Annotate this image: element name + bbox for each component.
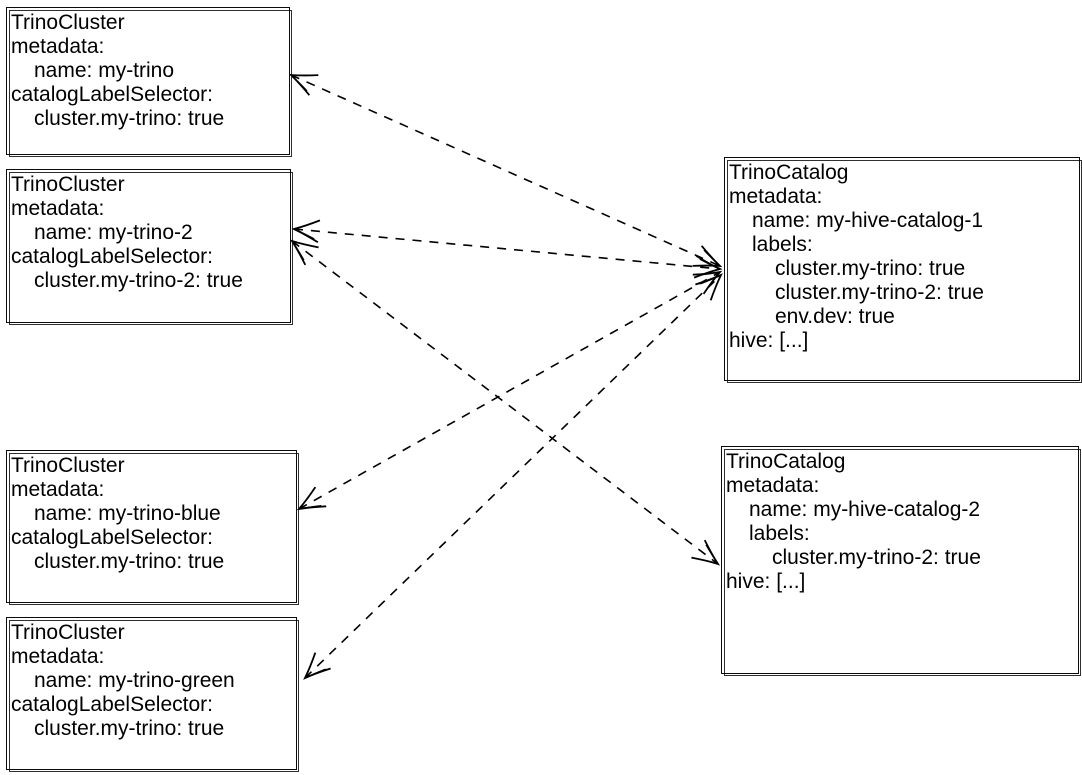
yaml-line: TrinoCluster bbox=[11, 454, 125, 477]
connector-trinocluster-my-trino--trinocatalog-my-hive-catalog-1 bbox=[288, 73, 723, 268]
yaml-line: TrinoCatalog bbox=[729, 161, 849, 184]
yaml-line: metadata: bbox=[11, 197, 105, 220]
yaml-line: hive: [...] bbox=[729, 329, 809, 352]
yaml-line: cluster.my-trino: true bbox=[34, 550, 225, 573]
connector-trinocluster-my-trino-2--trinocatalog-my-hive-catalog-2 bbox=[289, 239, 721, 566]
yaml-line: name: my-trino-green bbox=[34, 669, 235, 692]
yaml-line: metadata: bbox=[11, 478, 105, 501]
yaml-line: name: my-trino-2 bbox=[34, 221, 193, 244]
yaml-line: TrinoCluster bbox=[11, 621, 125, 644]
yaml-line: catalogLabelSelector: bbox=[11, 83, 213, 106]
yaml-line: name: my-hive-catalog-1 bbox=[752, 209, 984, 232]
yaml-line: name: my-trino bbox=[34, 59, 175, 82]
yaml-line: metadata: bbox=[726, 474, 820, 497]
yaml-line: env.dev: true bbox=[775, 305, 895, 328]
yaml-line: catalogLabelSelector: bbox=[11, 693, 213, 716]
yaml-line: name: my-hive-catalog-2 bbox=[749, 498, 981, 521]
yaml-line: metadata: bbox=[729, 185, 823, 208]
yaml-line: TrinoCluster bbox=[11, 11, 125, 34]
yaml-line: cluster.my-trino-2: true bbox=[775, 281, 984, 304]
connector-trinocluster-my-trino-2--trinocatalog-my-hive-catalog-1 bbox=[291, 219, 723, 279]
connector-trinocluster-my-trino-blue--trinocatalog-my-hive-catalog-1 bbox=[296, 270, 723, 511]
yaml-line: metadata: bbox=[11, 645, 105, 668]
yaml-line: TrinoCatalog bbox=[726, 450, 846, 473]
yaml-line: metadata: bbox=[11, 35, 105, 58]
yaml-line: cluster.my-trino-2: true bbox=[772, 546, 981, 569]
yaml-line: catalogLabelSelector: bbox=[11, 526, 213, 549]
yaml-line: catalogLabelSelector: bbox=[11, 245, 213, 268]
yaml-line: cluster.my-trino-2: true bbox=[34, 269, 243, 292]
yaml-line: cluster.my-trino: true bbox=[775, 257, 966, 280]
yaml-line: cluster.my-trino: true bbox=[34, 717, 225, 740]
yaml-line: hive: [...] bbox=[726, 570, 806, 593]
yaml-line: labels: bbox=[749, 522, 810, 545]
yaml-line: TrinoCluster bbox=[11, 173, 125, 196]
yaml-line: cluster.my-trino: true bbox=[34, 107, 225, 130]
yaml-line: labels: bbox=[752, 233, 813, 256]
yaml-line: name: my-trino-blue bbox=[34, 502, 221, 525]
connector-trinocluster-my-trino-green--trinocatalog-my-hive-catalog-1 bbox=[303, 273, 723, 680]
